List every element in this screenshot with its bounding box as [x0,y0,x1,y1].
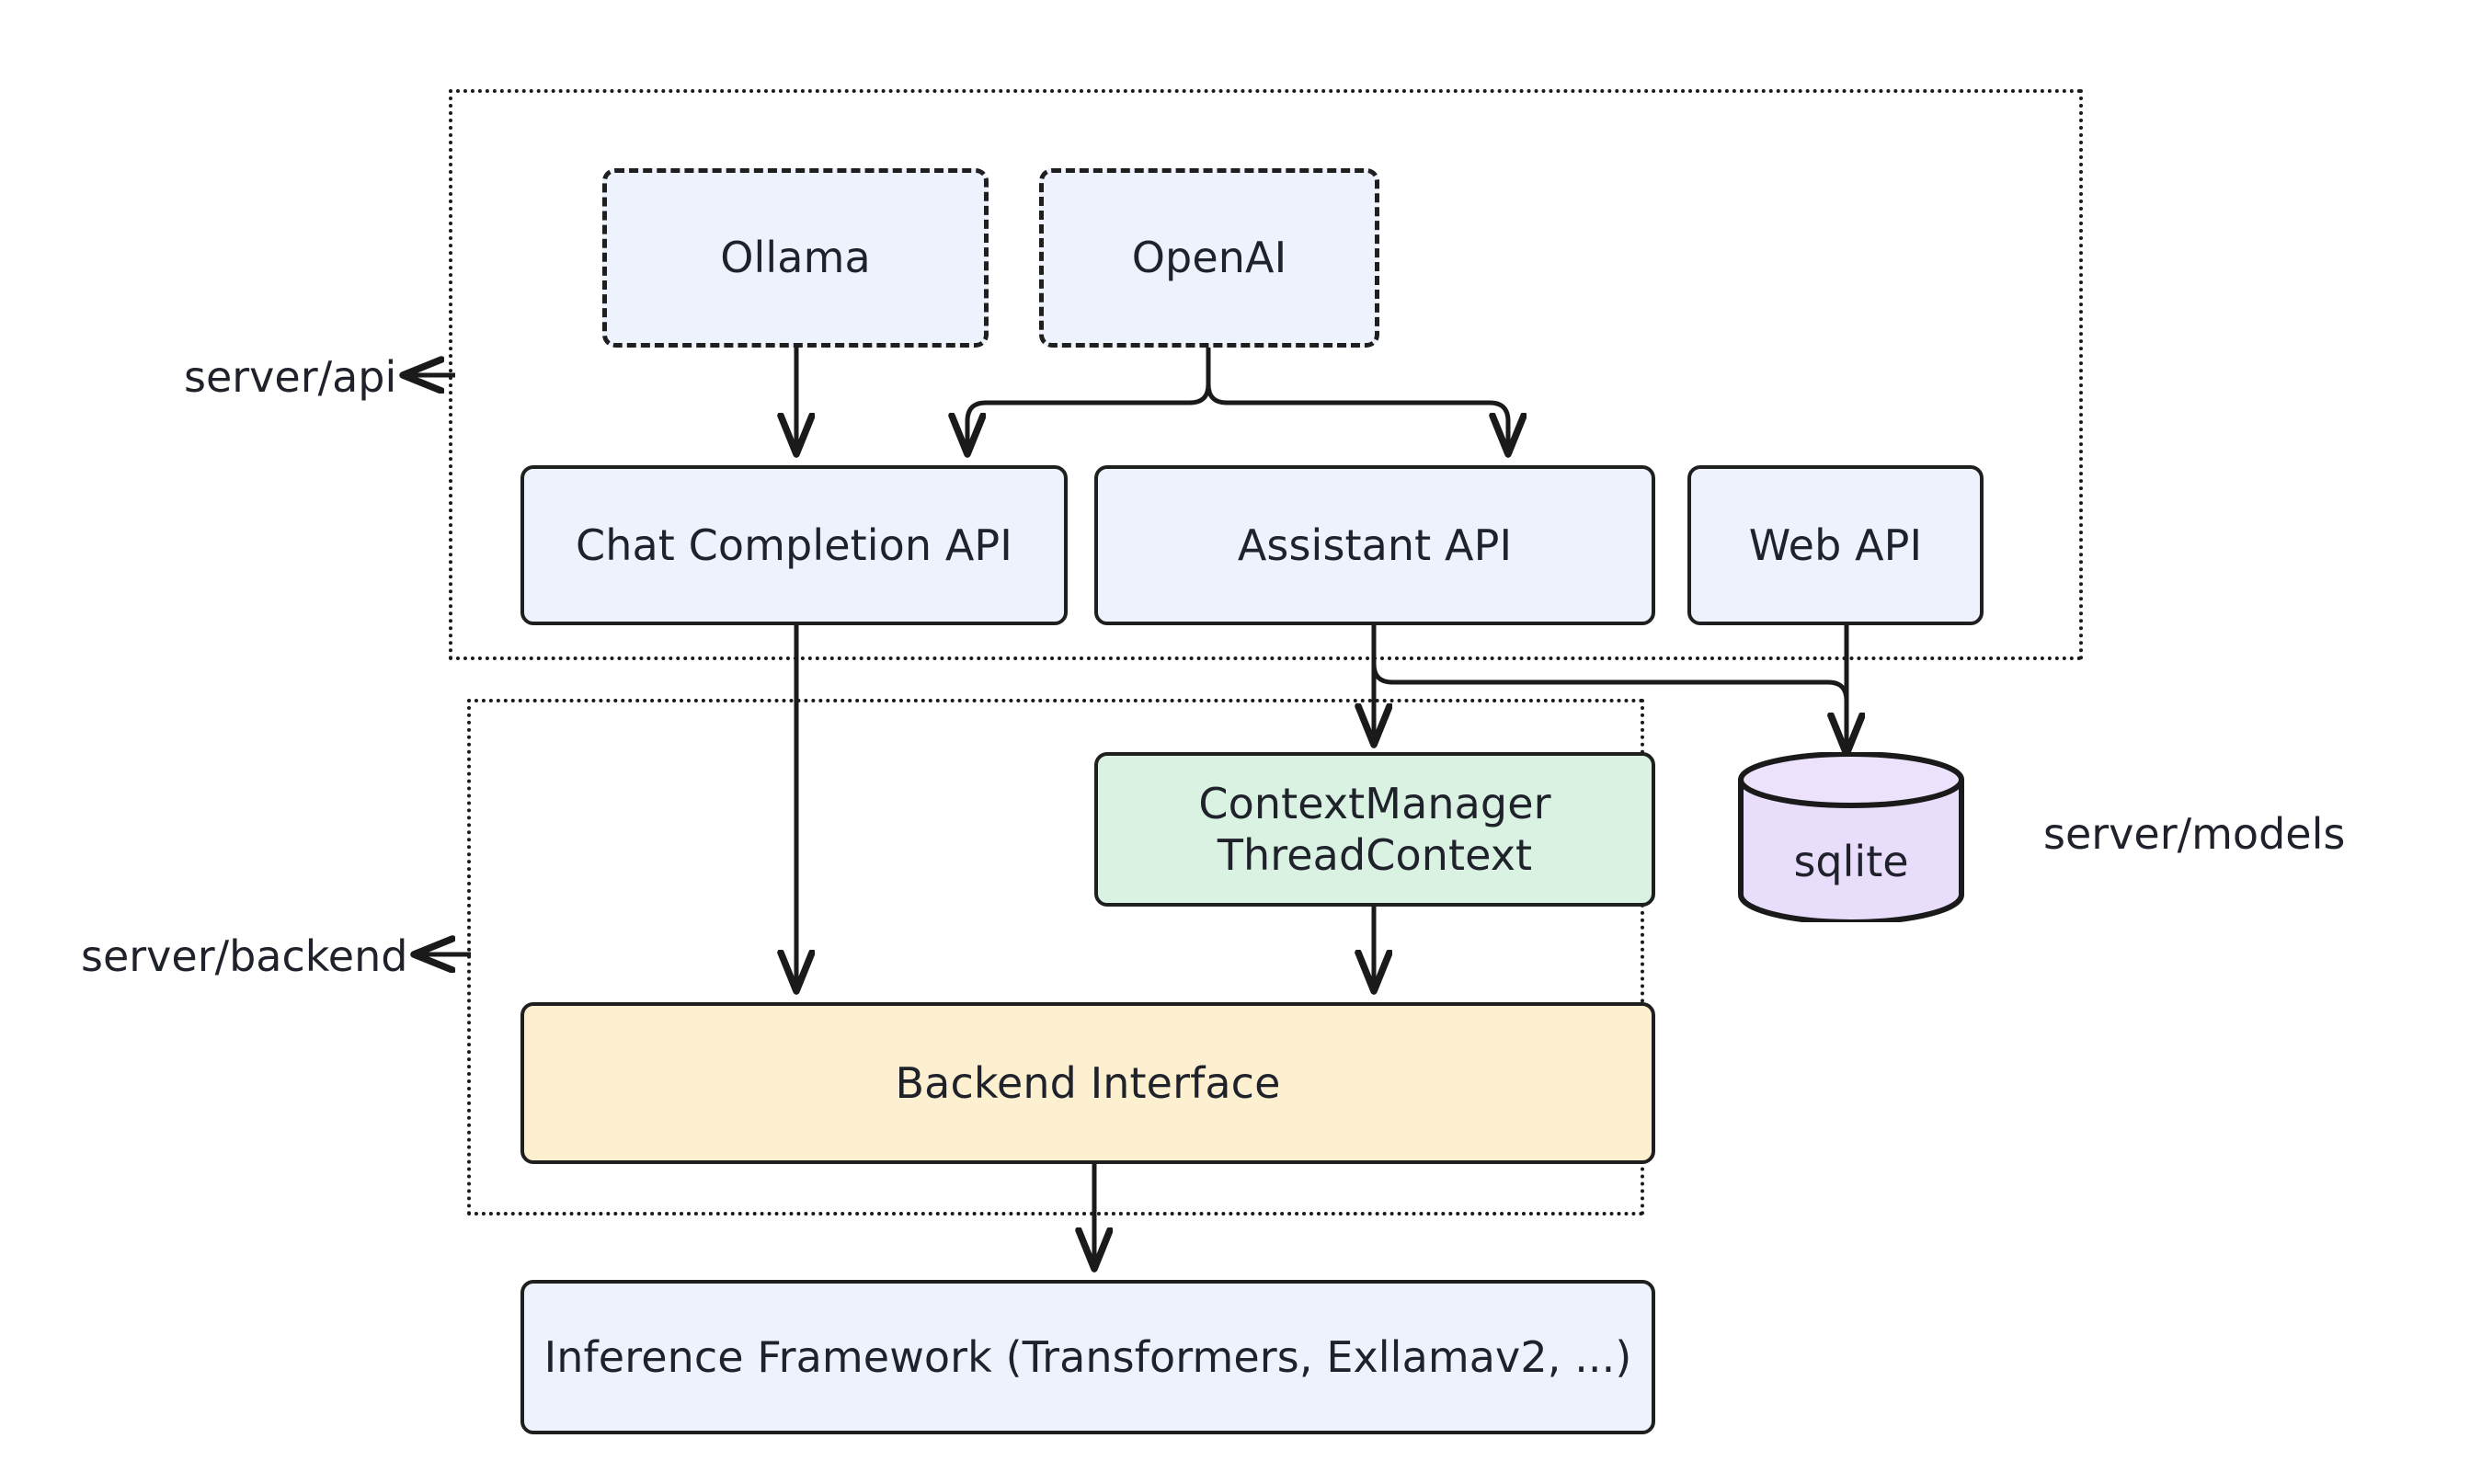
label-server-api-text: server/api [184,352,397,402]
node-inference-framework[interactable]: Inference Framework (Transformers, Exlla… [520,1280,1655,1434]
label-server-models: server/models [2043,809,2345,859]
node-context-manager-label-line1: ContextManager [1198,778,1551,828]
node-chat-completion-api-label: Chat Completion API [576,519,1012,570]
node-backend-interface[interactable]: Backend Interface [520,1002,1655,1164]
node-context-manager-label-line2: ThreadContext [1217,830,1533,880]
node-sqlite-label: sqlite [1793,837,1909,886]
database-icon [1738,751,1964,925]
node-web-api-label: Web API [1748,519,1923,570]
node-web-api[interactable]: Web API [1687,465,1984,625]
node-context-manager[interactable]: ContextManager ThreadContext [1094,752,1655,907]
node-assistant-api[interactable]: Assistant API [1094,465,1655,625]
node-backend-interface-label: Backend Interface [895,1057,1281,1108]
node-inference-framework-label: Inference Framework (Transformers, Exlla… [543,1331,1632,1382]
label-server-models-text: server/models [2043,809,2346,859]
node-ollama[interactable]: Ollama [602,168,989,348]
node-openai[interactable]: OpenAI [1039,168,1379,348]
node-chat-completion-api[interactable]: Chat Completion API [520,465,1068,625]
node-openai-label: OpenAI [1131,233,1287,283]
label-server-api: server/api [184,352,396,402]
node-assistant-api-label: Assistant API [1237,519,1513,570]
node-ollama-label: Ollama [720,233,871,283]
label-server-backend: server/backend [81,931,407,981]
label-server-backend-text: server/backend [81,931,408,981]
node-sqlite[interactable]: sqlite [1736,751,1966,925]
cluster-server-backend [467,699,1644,1216]
